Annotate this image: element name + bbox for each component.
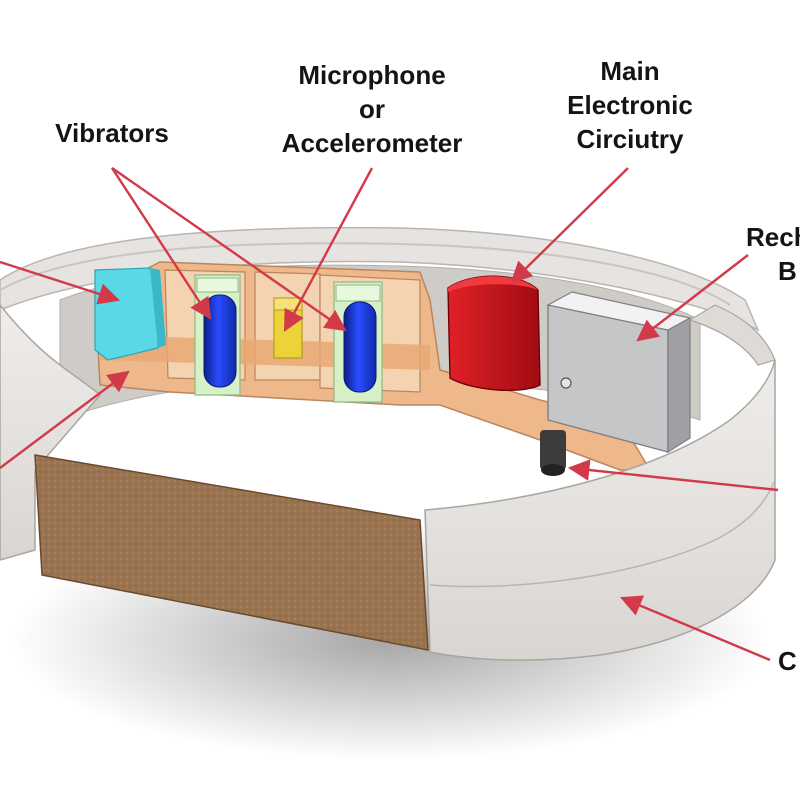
cyan-component-face bbox=[150, 268, 166, 348]
label-microphone-line3: Accelerometer bbox=[282, 128, 463, 158]
label-main-line1: Main bbox=[600, 56, 659, 86]
arrow-microphone bbox=[283, 167, 374, 332]
label-main-line2: Electronic bbox=[567, 90, 693, 120]
vibrator-right bbox=[333, 281, 383, 403]
main-circuitry-body bbox=[447, 275, 541, 392]
connector-tip bbox=[541, 464, 565, 476]
label-rechargeable-line1: Rech bbox=[746, 222, 800, 252]
arrow-vibrators-left bbox=[110, 167, 212, 320]
vibrator-left-body bbox=[203, 294, 237, 388]
charging-connector bbox=[540, 430, 566, 476]
arrow-battery bbox=[636, 254, 749, 342]
battery-side bbox=[667, 316, 691, 454]
skin-contact-pad bbox=[34, 454, 429, 651]
connector-body bbox=[540, 430, 566, 470]
arrow-cyan-part bbox=[0, 260, 121, 305]
vibrator-right-body bbox=[343, 301, 377, 393]
arrow-vibrators-right bbox=[111, 167, 347, 332]
arrow-main-circuitry bbox=[510, 167, 629, 284]
label-main-line3: Circiutry bbox=[577, 124, 684, 154]
band-front-right-seam bbox=[429, 479, 776, 588]
band-front-left bbox=[0, 303, 102, 561]
label-microphone-line2: or bbox=[359, 94, 385, 124]
vibrator-left-cap bbox=[196, 277, 239, 293]
battery-screw bbox=[560, 377, 572, 389]
cyan-component bbox=[94, 267, 159, 361]
label-casing: C bbox=[778, 646, 797, 676]
label-microphone-line1: Microphone bbox=[298, 60, 445, 90]
label-rechargeable-line2: B bbox=[778, 256, 797, 286]
main-circuitry bbox=[447, 275, 541, 392]
band-right-end bbox=[688, 304, 776, 366]
arrow-connector bbox=[567, 459, 779, 492]
callout-arrows bbox=[0, 167, 779, 662]
band-top-rim bbox=[0, 242, 731, 306]
arrow-casing bbox=[620, 595, 771, 662]
vibrator-right-cap bbox=[335, 284, 381, 302]
arrow-frame bbox=[0, 370, 130, 469]
label-vibrators: Vibrators bbox=[55, 118, 169, 148]
vibrator-left bbox=[194, 274, 241, 396]
